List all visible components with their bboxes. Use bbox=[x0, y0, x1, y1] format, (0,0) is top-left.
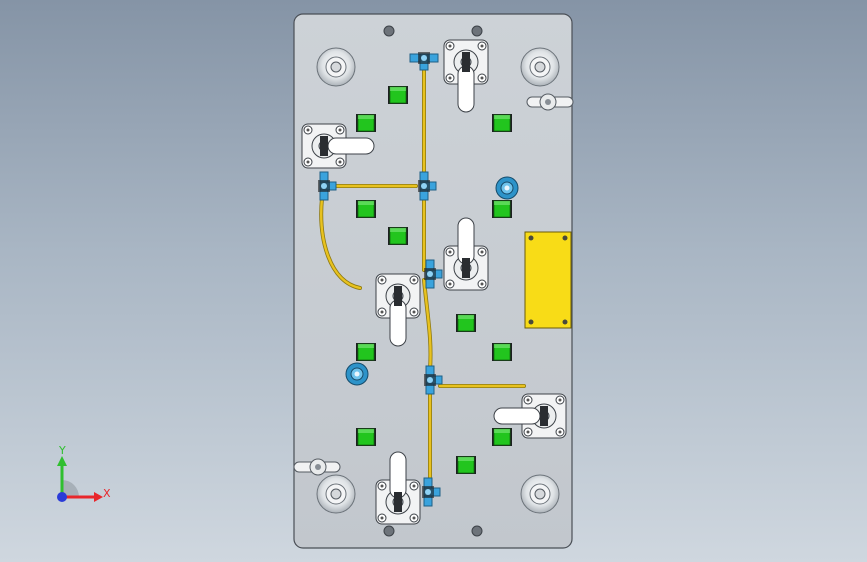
locating-pin[interactable] bbox=[316, 47, 356, 87]
support-pad[interactable] bbox=[456, 314, 476, 332]
support-pad[interactable] bbox=[356, 428, 376, 446]
cylinder-sensor[interactable] bbox=[495, 176, 519, 200]
mount-hole bbox=[471, 525, 483, 537]
tee-fitting[interactable] bbox=[422, 477, 441, 507]
toggle-clamp[interactable] bbox=[443, 217, 489, 291]
support-pad[interactable] bbox=[456, 456, 476, 474]
cylinder-sensor[interactable] bbox=[345, 362, 369, 386]
support-pad[interactable] bbox=[356, 200, 376, 218]
locating-pin[interactable] bbox=[520, 47, 560, 87]
mount-hole bbox=[383, 525, 395, 537]
nameplate[interactable] bbox=[524, 231, 572, 329]
air-hose-network[interactable] bbox=[319, 58, 526, 488]
locating-pin[interactable] bbox=[520, 474, 560, 514]
tee-fitting[interactable] bbox=[424, 365, 443, 395]
support-pad[interactable] bbox=[492, 114, 512, 132]
mount-hole bbox=[383, 25, 395, 37]
support-pad[interactable] bbox=[492, 200, 512, 218]
toggle-clamp[interactable] bbox=[301, 123, 375, 169]
tee-fitting[interactable] bbox=[418, 171, 437, 201]
support-pad[interactable] bbox=[356, 114, 376, 132]
tee-fitting[interactable] bbox=[318, 171, 337, 201]
support-pad[interactable] bbox=[388, 86, 408, 104]
support-pad[interactable] bbox=[492, 428, 512, 446]
toggle-clamp[interactable] bbox=[375, 451, 421, 525]
air-hose[interactable] bbox=[422, 278, 432, 372]
tee-fitting[interactable] bbox=[424, 259, 443, 289]
support-pad[interactable] bbox=[388, 227, 408, 245]
lifting-hook[interactable] bbox=[293, 458, 341, 476]
triad-x-label: X bbox=[103, 487, 111, 500]
mount-hole bbox=[471, 25, 483, 37]
locating-pin[interactable] bbox=[316, 474, 356, 514]
support-pad[interactable] bbox=[492, 343, 512, 361]
coordinate-triad: Y X bbox=[57, 444, 111, 502]
toggle-clamp[interactable] bbox=[443, 39, 489, 113]
lifting-hook[interactable] bbox=[526, 93, 574, 111]
toggle-clamp[interactable] bbox=[375, 273, 421, 347]
support-pad[interactable] bbox=[356, 343, 376, 361]
tee-fitting[interactable] bbox=[409, 52, 439, 71]
triad-y-label: Y bbox=[58, 444, 66, 457]
toggle-clamp[interactable] bbox=[493, 393, 567, 439]
air-hose[interactable] bbox=[320, 196, 362, 290]
